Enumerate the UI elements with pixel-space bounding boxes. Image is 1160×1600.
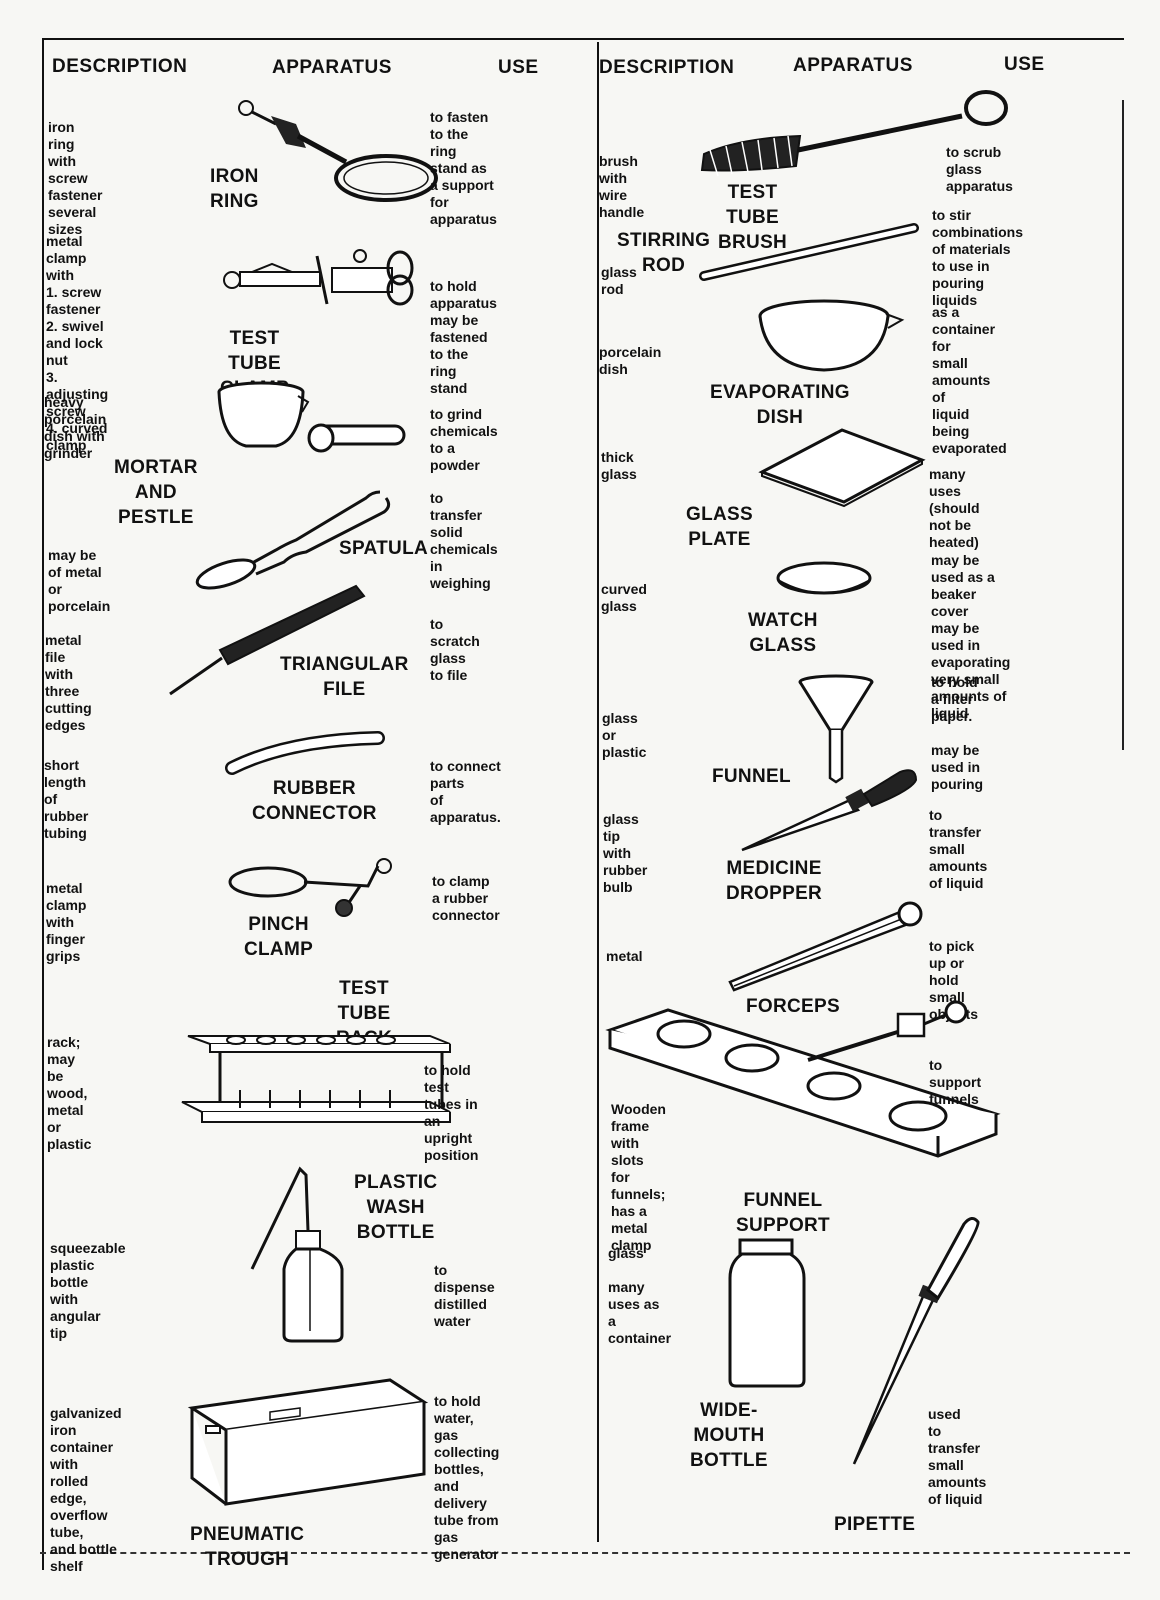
item-use: to scratch glass to file bbox=[430, 616, 480, 683]
item-name: GLASS PLATE bbox=[686, 504, 753, 550]
header-description-right: DESCRIPTION bbox=[599, 57, 735, 78]
item-description: thick glass bbox=[601, 449, 637, 482]
watch-glass-icon bbox=[774, 560, 874, 602]
item-name: SPATULA bbox=[339, 538, 429, 559]
item-description: glass rod bbox=[601, 264, 637, 297]
item-use: to transfer solid chemicals in weighing bbox=[430, 490, 498, 591]
item-description: metal bbox=[606, 948, 643, 964]
item-description: galvanized iron container with rolled ed… bbox=[50, 1405, 122, 1574]
item-description: rack; may be wood, metal or plastic bbox=[47, 1034, 92, 1152]
pinch-clamp-icon bbox=[228, 858, 398, 918]
item-name: TRIANGULAR FILE bbox=[280, 654, 409, 700]
item-name: IRON RING bbox=[210, 166, 259, 212]
header-description-left: DESCRIPTION bbox=[52, 56, 188, 77]
header-use-right: USE bbox=[1004, 54, 1045, 75]
header-use-left: USE bbox=[498, 57, 539, 78]
header-apparatus-right: APPARATUS bbox=[793, 55, 913, 76]
item-description: curved glass bbox=[601, 581, 647, 614]
test-tube-rack-icon bbox=[180, 1028, 450, 1130]
evaporating-dish-icon bbox=[756, 298, 906, 374]
stirring-rod-icon bbox=[700, 224, 920, 284]
item-use: to connect parts of apparatus. bbox=[430, 758, 501, 825]
item-description: squeezable plastic bottle with angular t… bbox=[50, 1240, 126, 1341]
item-name: EVAPORATING DISH bbox=[710, 382, 850, 428]
item-use: as a container for small amounts of liqu… bbox=[932, 304, 1007, 456]
test-tube-brush-icon bbox=[700, 92, 1010, 187]
item-name: FORCEPS bbox=[746, 996, 840, 1017]
item-use: to clamp a rubber connector bbox=[432, 873, 500, 923]
item-use: to hold test tubes in an upright positio… bbox=[424, 1062, 479, 1163]
forceps-icon bbox=[728, 902, 928, 992]
item-use: to dispense distilled water bbox=[434, 1262, 495, 1329]
pipette-icon bbox=[852, 1214, 982, 1466]
item-name: PLASTIC WASH BOTTLE bbox=[354, 1172, 438, 1243]
item-description: may be of metal or porcelain bbox=[48, 547, 111, 614]
item-name: FUNNEL SUPPORT bbox=[736, 1190, 830, 1236]
item-name: PIPETTE bbox=[834, 1514, 916, 1535]
glass-plate-icon bbox=[760, 428, 925, 508]
funnel-icon bbox=[796, 674, 876, 784]
item-use: to transfer small amounts of liquid bbox=[929, 807, 988, 891]
item-name: PINCH CLAMP bbox=[244, 914, 314, 960]
triangular-file-icon bbox=[168, 584, 368, 699]
item-name: MEDICINE DROPPER bbox=[726, 858, 823, 904]
item-use: to grind chemicals to a powder bbox=[430, 406, 498, 473]
item-description: porcelain dish bbox=[599, 344, 662, 377]
funnel-support-icon bbox=[608, 1000, 998, 1170]
spatula-icon bbox=[196, 490, 396, 595]
item-use: to stir combinations of materials to use… bbox=[932, 207, 1024, 308]
item-use: to fasten to the ring stand as a support… bbox=[430, 109, 497, 227]
item-use: to support funnels bbox=[929, 1057, 982, 1107]
rubber-connector-icon bbox=[228, 732, 388, 777]
item-use: many uses (should not be heated) bbox=[929, 466, 980, 550]
test-tube-clamp-icon bbox=[222, 242, 422, 312]
item-description: glass tip with rubber bulb bbox=[603, 811, 648, 895]
iron-ring-icon bbox=[236, 96, 436, 211]
medicine-dropper-icon bbox=[740, 764, 920, 854]
mortar-and-pestle-icon bbox=[216, 382, 406, 462]
header-apparatus-left: APPARATUS bbox=[272, 57, 392, 78]
item-description: Wooden frame with slots for funnels; has… bbox=[611, 1101, 666, 1253]
item-description: iron ring with screw fastener several si… bbox=[48, 119, 103, 237]
item-description: short length of rubber tubing bbox=[44, 757, 89, 841]
item-name: WIDE-MOUTH BOTTLE bbox=[690, 1400, 768, 1471]
item-name: TEST TUBE BRUSH bbox=[718, 182, 788, 253]
item-use: to hold a filter paper. may be used in p… bbox=[931, 674, 984, 792]
item-use: used to transfer small amounts of liquid bbox=[928, 1406, 987, 1507]
item-name: RUBBER CONNECTOR bbox=[252, 778, 377, 824]
item-name: PNEUMATIC TROUGH bbox=[190, 1524, 305, 1570]
chart-sheet bbox=[42, 38, 1124, 1570]
item-description: metal file with three cutting edges bbox=[45, 632, 92, 733]
item-description: metal clamp with finger grips bbox=[46, 880, 87, 964]
item-description: heavy porcelain dish with grinder bbox=[44, 394, 107, 461]
item-description: metal clamp with 1. screw fastener 2. sw… bbox=[46, 233, 109, 453]
item-use: to hold apparatus may be fastened to the… bbox=[430, 278, 497, 396]
item-description: glass or plastic bbox=[602, 710, 647, 760]
item-use: to hold water, gas collecting bottles, a… bbox=[434, 1393, 500, 1562]
item-name: FUNNEL bbox=[712, 766, 791, 787]
item-description: brush with wire handle bbox=[599, 153, 645, 220]
column-divider bbox=[597, 42, 599, 1542]
pneumatic-trough-icon bbox=[190, 1378, 430, 1508]
wide-mouth-bottle-icon bbox=[726, 1238, 808, 1388]
item-use: to scrub glass apparatus bbox=[946, 144, 1013, 194]
item-name: WATCH GLASS bbox=[748, 610, 818, 656]
item-name: MORTAR AND PESTLE bbox=[114, 457, 198, 528]
item-use: may be used as a beaker cover may be use… bbox=[931, 552, 1011, 721]
bottom-border bbox=[40, 1552, 1130, 1554]
item-name: STIRRING ROD bbox=[617, 230, 711, 276]
right-border bbox=[1122, 100, 1124, 750]
wash-bottle-icon bbox=[250, 1165, 350, 1345]
item-description: glass many uses as a container bbox=[608, 1245, 672, 1346]
